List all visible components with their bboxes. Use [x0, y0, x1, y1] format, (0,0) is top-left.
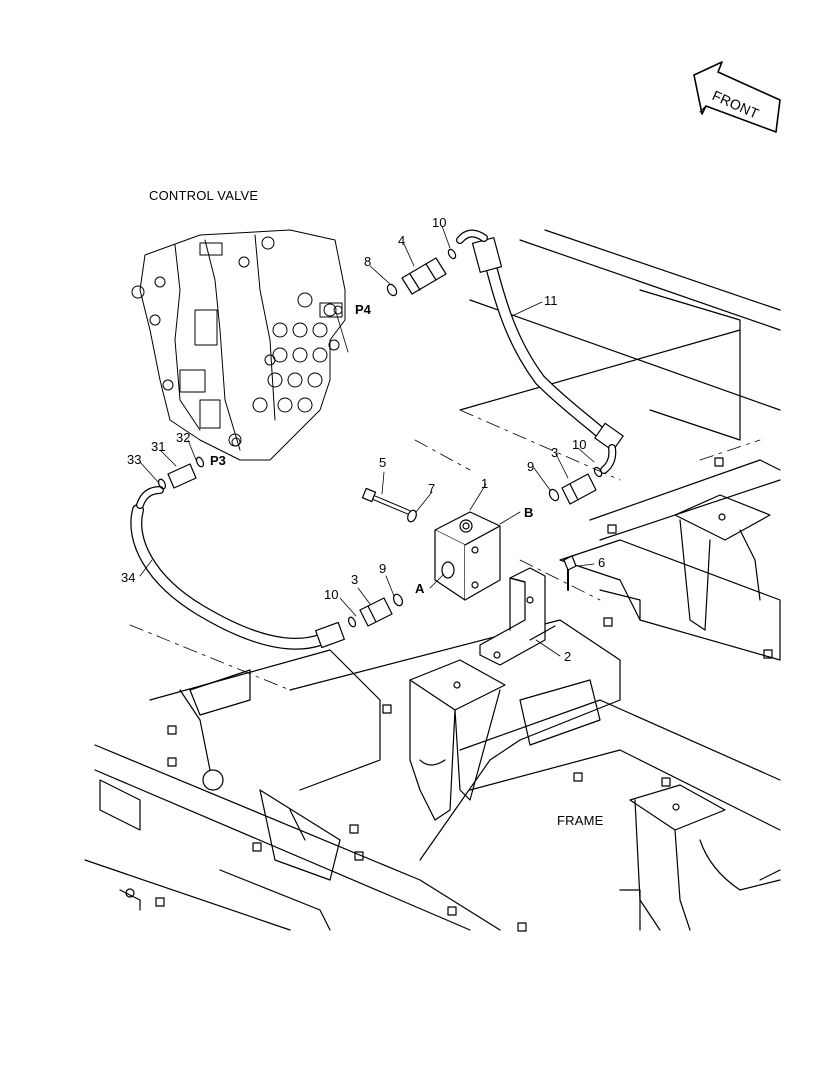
callout-11: 11 — [544, 293, 558, 308]
callout-3-right: 3 — [551, 445, 559, 460]
bolt-6 — [563, 555, 577, 591]
bracket-2 — [479, 567, 556, 666]
bolt-5 — [361, 487, 417, 523]
callout-1: 1 — [481, 476, 489, 491]
callout-6: 6 — [598, 555, 606, 570]
front-arrow-icon — [693, 61, 781, 133]
callout-3-left: 3 — [351, 572, 359, 587]
callout-2: 2 — [564, 649, 572, 664]
callout-32: 32 — [176, 430, 191, 445]
callout-4: 4 — [398, 233, 406, 248]
hose-11 — [456, 229, 624, 474]
callout-8: 8 — [364, 254, 372, 269]
port-a-label: A — [415, 581, 425, 596]
frame-label: FRAME — [557, 813, 604, 828]
callout-10-left: 10 — [324, 587, 339, 602]
hose-34 — [130, 486, 345, 650]
callout-7: 7 — [428, 481, 436, 496]
callout-9-right: 9 — [527, 459, 535, 474]
callout-33: 33 — [127, 452, 142, 467]
adapter-3-right — [548, 466, 603, 505]
control-valve-label: CONTROL VALVE — [149, 188, 259, 203]
frame-structure — [84, 229, 781, 932]
callout-34: 34 — [121, 570, 136, 585]
control-valve — [131, 229, 346, 461]
adapter-31 — [157, 456, 205, 490]
callout-9-left: 9 — [379, 561, 387, 576]
leader-lines — [139, 225, 595, 657]
callout-10-right: 10 — [572, 437, 587, 452]
adapter-3-left — [347, 593, 404, 628]
valve-block-1 — [434, 511, 501, 601]
callout-5: 5 — [379, 455, 387, 470]
port-b-label: B — [524, 505, 534, 520]
port-p4-label: P4 — [355, 302, 371, 317]
port-p3-label: P3 — [210, 453, 226, 468]
callout-10-top: 10 — [432, 215, 447, 230]
adapter-4 — [386, 248, 457, 297]
callout-31: 31 — [151, 439, 166, 454]
